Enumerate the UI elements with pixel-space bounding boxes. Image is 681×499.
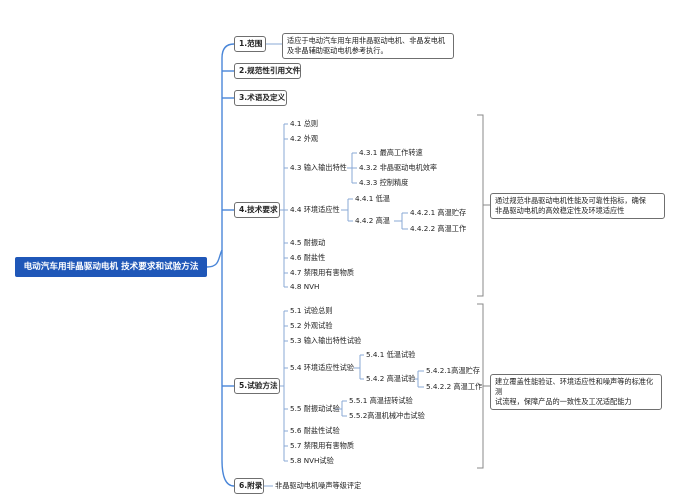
section-4-note-line-2: 非晶驱动电机的高效稳定性及环境适应性: [495, 206, 625, 215]
item-4-1[interactable]: 4.1 总则: [290, 119, 319, 128]
item-5-5-2[interactable]: 5.5.2高温机械冲击试验: [349, 411, 425, 420]
item-4-3-1[interactable]: 4.3.1 最高工作转速: [359, 148, 423, 157]
item-4-2[interactable]: 4.2 外观: [290, 134, 319, 143]
section-4-note-line-1: 通过规范非晶驱动电机性能及可靠性指标，确保: [495, 196, 646, 205]
section-5-test-methods[interactable]: 5.试验方法: [234, 378, 280, 394]
item-4-4-2-2[interactable]: 4.4.2.2 高温工作: [410, 224, 467, 233]
item-5-7[interactable]: 5.7 禁限用有害物质: [290, 441, 355, 450]
section-1-note-line-2: 及非晶辅助驱动电机参考执行。: [287, 46, 388, 55]
section-1-scope[interactable]: 1.范围: [234, 36, 266, 52]
item-5-2[interactable]: 5.2 外观试验: [290, 321, 333, 330]
item-4-6[interactable]: 4.6 耐盐性: [290, 253, 326, 262]
section-3-terms[interactable]: 3.术语及定义: [234, 90, 287, 106]
item-5-1[interactable]: 5.1 试验总则: [290, 306, 333, 315]
item-4-3[interactable]: 4.3 输入输出特性: [290, 163, 347, 172]
item-4-4[interactable]: 4.4 环境适应性: [290, 205, 340, 214]
section-6-appendix[interactable]: 6.附录: [234, 478, 264, 494]
item-6-noise-rating[interactable]: 非晶驱动电机噪声等级评定: [275, 481, 362, 490]
item-4-7[interactable]: 4.7 禁限用有害物质: [290, 268, 355, 277]
item-4-4-2[interactable]: 4.4.2 高温: [355, 216, 390, 225]
section-5-note: 建立覆盖性能验证、环境适应性和噪声等的标准化测 试流程，保障产品的一致性及工况适…: [490, 374, 662, 410]
root-topic[interactable]: 电动汽车用非晶驱动电机 技术要求和试验方法: [15, 257, 207, 277]
item-5-4-2-1[interactable]: 5.4.2.1高温贮存: [426, 366, 480, 375]
section-4-technical-requirements[interactable]: 4.技术要求: [234, 202, 280, 218]
section-5-note-line-2: 试流程，保障产品的一致性及工况适配能力: [495, 397, 632, 406]
item-4-4-1[interactable]: 4.4.1 低温: [355, 194, 390, 203]
item-5-4-2-2[interactable]: 5.4.2.2 高温工作: [426, 382, 483, 391]
section-1-note-line-1: 适应于电动汽车用车用非晶驱动电机、非晶发电机: [287, 36, 446, 45]
item-5-4[interactable]: 5.4 环境适应性试验: [290, 363, 355, 372]
item-5-3[interactable]: 5.3 输入输出特性试验: [290, 336, 362, 345]
item-5-4-1[interactable]: 5.4.1 低温试验: [366, 350, 416, 359]
item-5-4-2[interactable]: 5.4.2 高温试验: [366, 374, 416, 383]
section-5-note-line-1: 建立覆盖性能验证、环境适应性和噪声等的标准化测: [495, 377, 654, 396]
item-4-4-2-1[interactable]: 4.4.2.1 高温贮存: [410, 208, 467, 217]
item-4-8[interactable]: 4.8 NVH: [290, 282, 320, 291]
section-2-normative-references[interactable]: 2.规范性引用文件: [234, 63, 301, 79]
item-4-3-2[interactable]: 4.3.2 非晶驱动电机效率: [359, 163, 438, 172]
section-1-note: 适应于电动汽车用车用非晶驱动电机、非晶发电机 及非晶辅助驱动电机参考执行。: [282, 33, 454, 59]
item-5-5[interactable]: 5.5 耐振动试验: [290, 404, 340, 413]
item-4-3-3[interactable]: 4.3.3 控制精度: [359, 178, 409, 187]
item-5-6[interactable]: 5.6 耐盐性试验: [290, 426, 340, 435]
item-4-5[interactable]: 4.5 耐振动: [290, 238, 326, 247]
item-5-5-1[interactable]: 5.5.1 高温扭转试验: [349, 396, 413, 405]
section-4-note: 通过规范非晶驱动电机性能及可靠性指标，确保 非晶驱动电机的高效稳定性及环境适应性: [490, 193, 665, 219]
item-5-8[interactable]: 5.8 NVH试验: [290, 456, 334, 465]
